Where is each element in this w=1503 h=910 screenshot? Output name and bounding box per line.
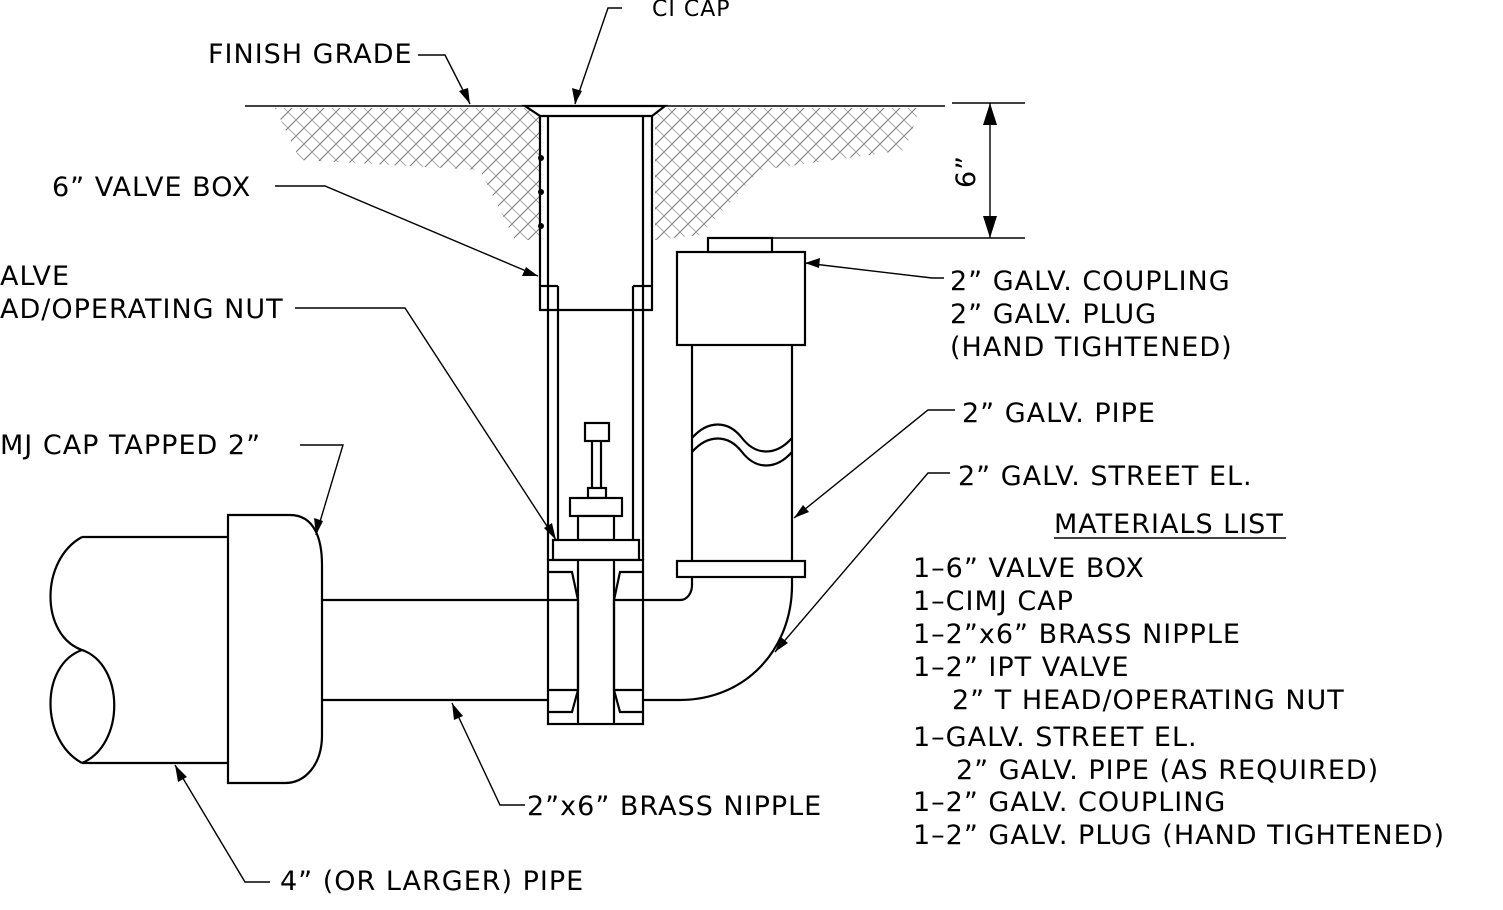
valve-box xyxy=(521,104,669,560)
list-item: 1–2” GALV. PLUG (HAND TIGHTENED) xyxy=(913,820,1445,851)
brass-nipple-label: 2”x6” BRASS NIPPLE xyxy=(527,791,822,822)
large-pipe-label: 4” (OR LARGER) PIPE xyxy=(280,866,584,897)
dimension-label: 6” xyxy=(951,155,982,188)
list-item: 1–6” VALVE BOX xyxy=(913,553,1145,584)
materials-title: MATERIALS LIST xyxy=(1054,509,1284,540)
valve-box-label: 6” VALVE BOX xyxy=(52,172,251,203)
finish-grade-label: FINISH GRADE xyxy=(208,39,413,70)
street-el-label: 2” GALV. STREET EL. xyxy=(958,461,1253,492)
list-item: 1–2” GALV. COUPLING xyxy=(913,787,1226,818)
large-pipe xyxy=(49,535,228,765)
materials-list: MATERIALS LIST 1–6” VALVE BOX 1–CIMJ CAP… xyxy=(913,509,1445,851)
soil-hatch xyxy=(275,108,920,240)
galv-pipe-vertical xyxy=(675,236,807,579)
valve-label-line2: AD/OPERATING NUT xyxy=(0,294,284,325)
galv-pipe-label: 2” GALV. PIPE xyxy=(962,398,1156,429)
list-item: 1–CIMJ CAP xyxy=(913,586,1074,617)
horizontal-pipe xyxy=(320,575,794,702)
ipt-valve xyxy=(551,421,641,562)
dimension-6in xyxy=(772,102,1025,239)
ci-cap-label: CI CAP xyxy=(652,0,731,22)
leader-lines xyxy=(174,7,955,883)
cimj-cap-label: MJ CAP TAPPED 2” xyxy=(0,430,261,461)
list-item: 1–2”x6” BRASS NIPPLE xyxy=(913,619,1241,650)
coupling-label-line1: 2” GALV. COUPLING xyxy=(950,266,1231,297)
coupling-label-line2: 2” GALV. PLUG xyxy=(950,299,1157,330)
cimj-cap xyxy=(226,513,324,785)
list-item: 1–2” IPT VALVE xyxy=(913,652,1130,683)
list-item: 1–GALV. STREET EL. xyxy=(913,722,1198,753)
list-item: 2” T HEAD/OPERATING NUT xyxy=(952,685,1345,716)
valve-label-line1: ALVE xyxy=(0,261,70,292)
coupling-label-line3: (HAND TIGHTENED) xyxy=(950,332,1233,363)
brass-nipple-body xyxy=(546,558,645,726)
list-item: 2” GALV. PIPE (AS REQUIRED) xyxy=(956,755,1379,786)
